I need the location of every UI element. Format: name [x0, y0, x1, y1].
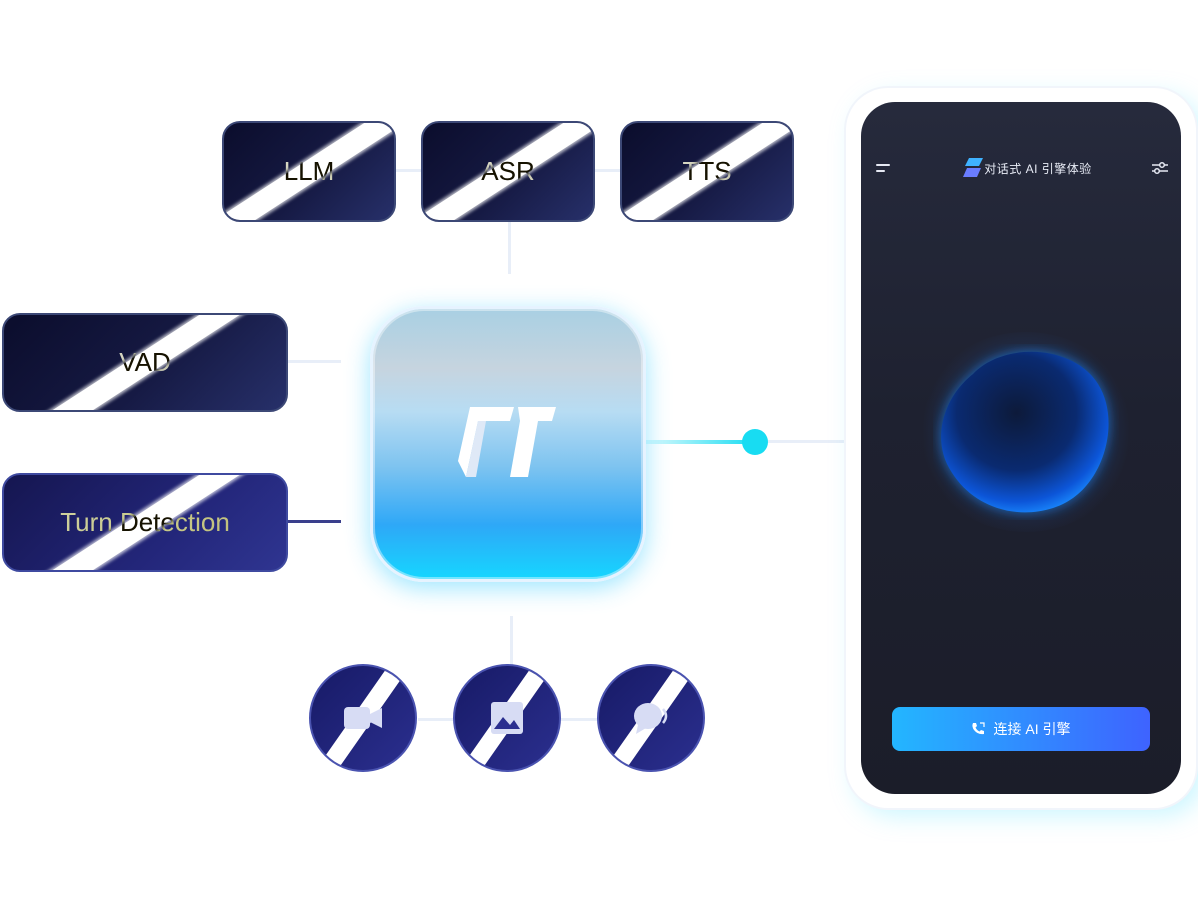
- asr-module: ASR: [421, 121, 595, 222]
- tts-module: TTS: [620, 121, 794, 222]
- llm-label: LLM: [283, 156, 335, 186]
- video-input-node: [309, 664, 417, 772]
- connector-to-phone: [760, 440, 846, 443]
- phone-call-icon: [972, 722, 986, 735]
- chat-input-node: [597, 664, 705, 772]
- image-icon: [491, 702, 523, 734]
- connect-ai-button[interactable]: 连接 AI 引擎: [892, 707, 1150, 751]
- connector-vad: [286, 360, 341, 363]
- connect-ai-label: 连接 AI 引擎: [993, 721, 1071, 737]
- menu-icon[interactable]: [876, 162, 892, 174]
- ai-engine-hub: [370, 306, 646, 582]
- app-title: 对话式 AI 引擎体验: [984, 162, 1092, 176]
- engine-logo-icon: [458, 407, 556, 477]
- turn-detection-module: Turn Detection: [2, 473, 288, 572]
- vad-module: VAD: [2, 313, 288, 412]
- tts-label: TTS: [682, 156, 732, 186]
- image-input-node: [453, 664, 561, 772]
- settings-sliders-icon[interactable]: [1152, 161, 1168, 175]
- connector-turn-detection: [286, 520, 341, 523]
- chat-icon: [634, 703, 668, 734]
- ai-orb-icon: [941, 351, 1109, 513]
- connector-top-to-hub: [508, 220, 511, 274]
- connector-hub-to-io: [510, 616, 513, 666]
- phone-screen: 对话式 AI 引擎体验 连接 AI 引擎: [861, 102, 1181, 794]
- video-icon: [344, 707, 382, 729]
- llm-module: LLM: [222, 121, 396, 222]
- asr-label: ASR: [481, 156, 535, 186]
- connector-dot: [742, 429, 768, 455]
- connector-hub-to-dot: [646, 440, 756, 444]
- app-logo-icon: [963, 158, 983, 177]
- turn-detection-label: Turn Detection: [60, 507, 230, 537]
- vad-label: VAD: [119, 347, 171, 377]
